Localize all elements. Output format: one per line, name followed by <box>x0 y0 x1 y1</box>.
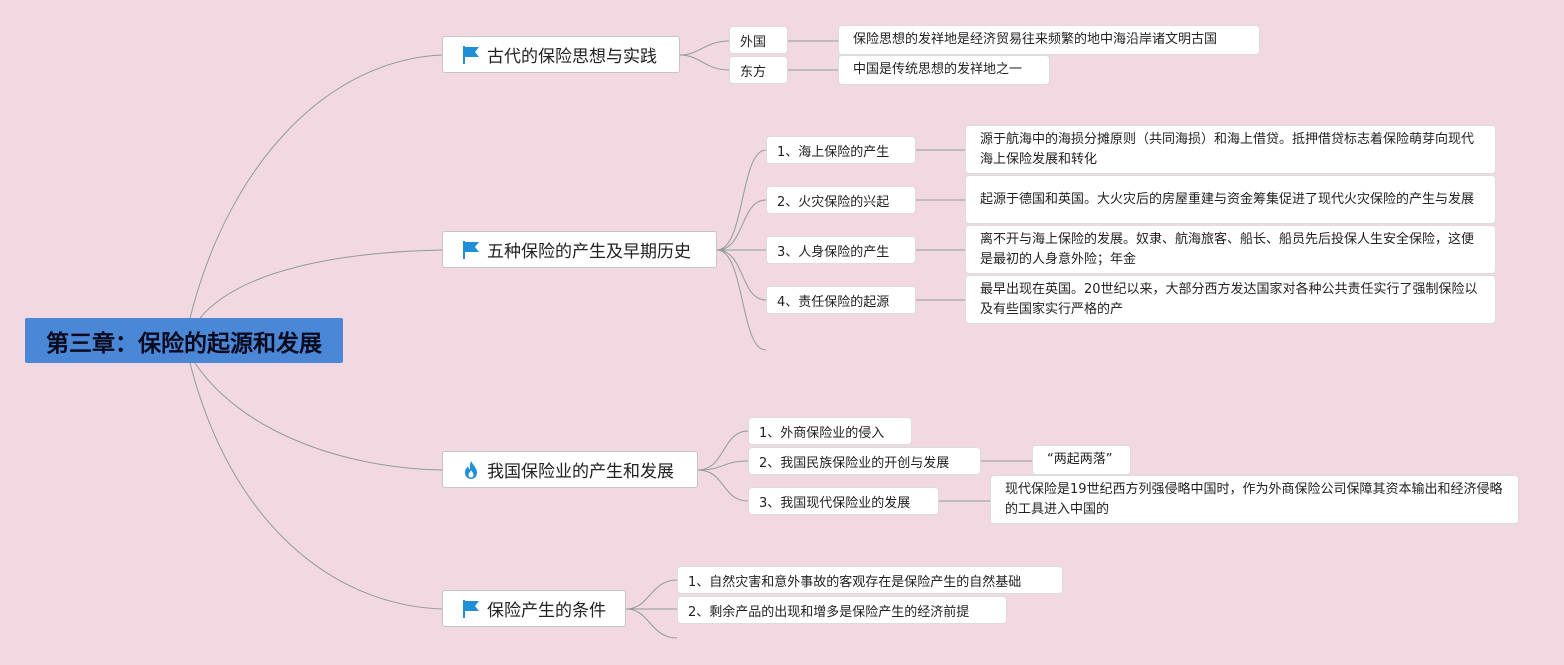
subtopic-natural-basis[interactable]: 1、自然灾害和意外事故的客观存在是保险产生的自然基础 <box>677 566 1063 594</box>
branch-label: 五种保险的产生及早期历史 <box>487 242 691 262</box>
connector-b1-c3 <box>716 249 767 301</box>
branch-ancient-thought[interactable]: 古代的保险思想与实践 <box>442 36 680 73</box>
branch-label: 我国保险业的产生和发展 <box>487 462 674 482</box>
flag-icon <box>463 599 479 618</box>
connector-b1-c0 <box>716 149 767 251</box>
detail-modern-insurance[interactable]: 现代保险是19世纪西方列强侵略中国时，作为外商保险公司保障其资本输出和经济侵略的… <box>990 475 1519 524</box>
branch-five-insurances[interactable]: 五种保险的产生及早期历史 <box>442 231 717 268</box>
detail-east[interactable]: 中国是传统思想的发祥地之一 <box>838 55 1050 85</box>
detail-national-insurance[interactable]: “两起两落” <box>1032 445 1131 475</box>
subtopic-foreign-invasion[interactable]: 1、外商保险业的侵入 <box>748 417 912 445</box>
branch-label: 古代的保险思想与实践 <box>487 47 657 67</box>
connector-b1-c1 <box>716 199 767 251</box>
subtopic-liability-insurance[interactable]: 4、责任保险的起源 <box>766 286 916 314</box>
connector-b0-c1 <box>679 54 730 71</box>
connector-b0-c0 <box>679 40 730 56</box>
connector-root-b3 <box>189 362 443 610</box>
branch-china-insurance[interactable]: 我国保险业的产生和发展 <box>442 451 698 488</box>
connector-b2-c0 <box>697 430 749 471</box>
flag-icon <box>463 45 479 64</box>
branch-label: 保险产生的条件 <box>487 601 606 621</box>
detail-marine-insurance[interactable]: 源于航海中的海损分摊原则（共同海损）和海上借贷。抵押借贷标志着保险萌芽向现代海上… <box>965 125 1496 174</box>
connector-b1-c4 <box>716 249 767 351</box>
detail-fire-insurance[interactable]: 起源于德国和英国。大火灾后的房屋重建与资金筹集促进了现代火灾保险的产生与发展 <box>965 175 1496 224</box>
connector-b3-c0 <box>625 579 678 610</box>
connector-b2-c1 <box>697 460 749 471</box>
subtopic-life-insurance[interactable]: 3、人身保险的产生 <box>766 236 916 264</box>
subtopic-national-insurance[interactable]: 2、我国民族保险业的开创与发展 <box>748 447 981 475</box>
detail-foreign[interactable]: 保险思想的发祥地是经济贸易往来频繁的地中海沿岸诸文明古国 <box>838 25 1260 55</box>
flag-icon <box>463 240 479 259</box>
detail-life-insurance[interactable]: 离不开与海上保险的发展。奴隶、航海旅客、船长、船员先后投保人生安全保险，这便是最… <box>965 225 1496 274</box>
detail-liability-insurance[interactable]: 最早出现在英国。20世纪以来，大部分西方发达国家对各种公共责任实行了强制保险以及… <box>965 275 1496 324</box>
branch-conditions[interactable]: 保险产生的条件 <box>442 590 626 627</box>
connector-b3-c2 <box>625 608 678 639</box>
subtopic-marine-insurance[interactable]: 1、海上保险的产生 <box>766 136 916 164</box>
subtopic-fire-insurance[interactable]: 2、火灾保险的兴起 <box>766 186 916 214</box>
connector-root-b0 <box>189 54 443 319</box>
connector-root-b2 <box>194 362 443 471</box>
connector-b2-c2 <box>697 469 749 502</box>
subtopic-foreign[interactable]: 外国 <box>729 26 788 54</box>
root-topic-label: 第三章：保险的起源和发展 <box>46 330 322 357</box>
connector-root-b1 <box>199 249 443 319</box>
flame-icon <box>465 460 477 479</box>
root-topic[interactable]: 第三章：保险的起源和发展 <box>25 318 343 363</box>
subtopic-modern-insurance[interactable]: 3、我国现代保险业的发展 <box>748 487 939 515</box>
subtopic-economic-premise[interactable]: 2、剩余产品的出现和增多是保险产生的经济前提 <box>677 596 1007 624</box>
subtopic-east[interactable]: 东方 <box>729 56 788 84</box>
